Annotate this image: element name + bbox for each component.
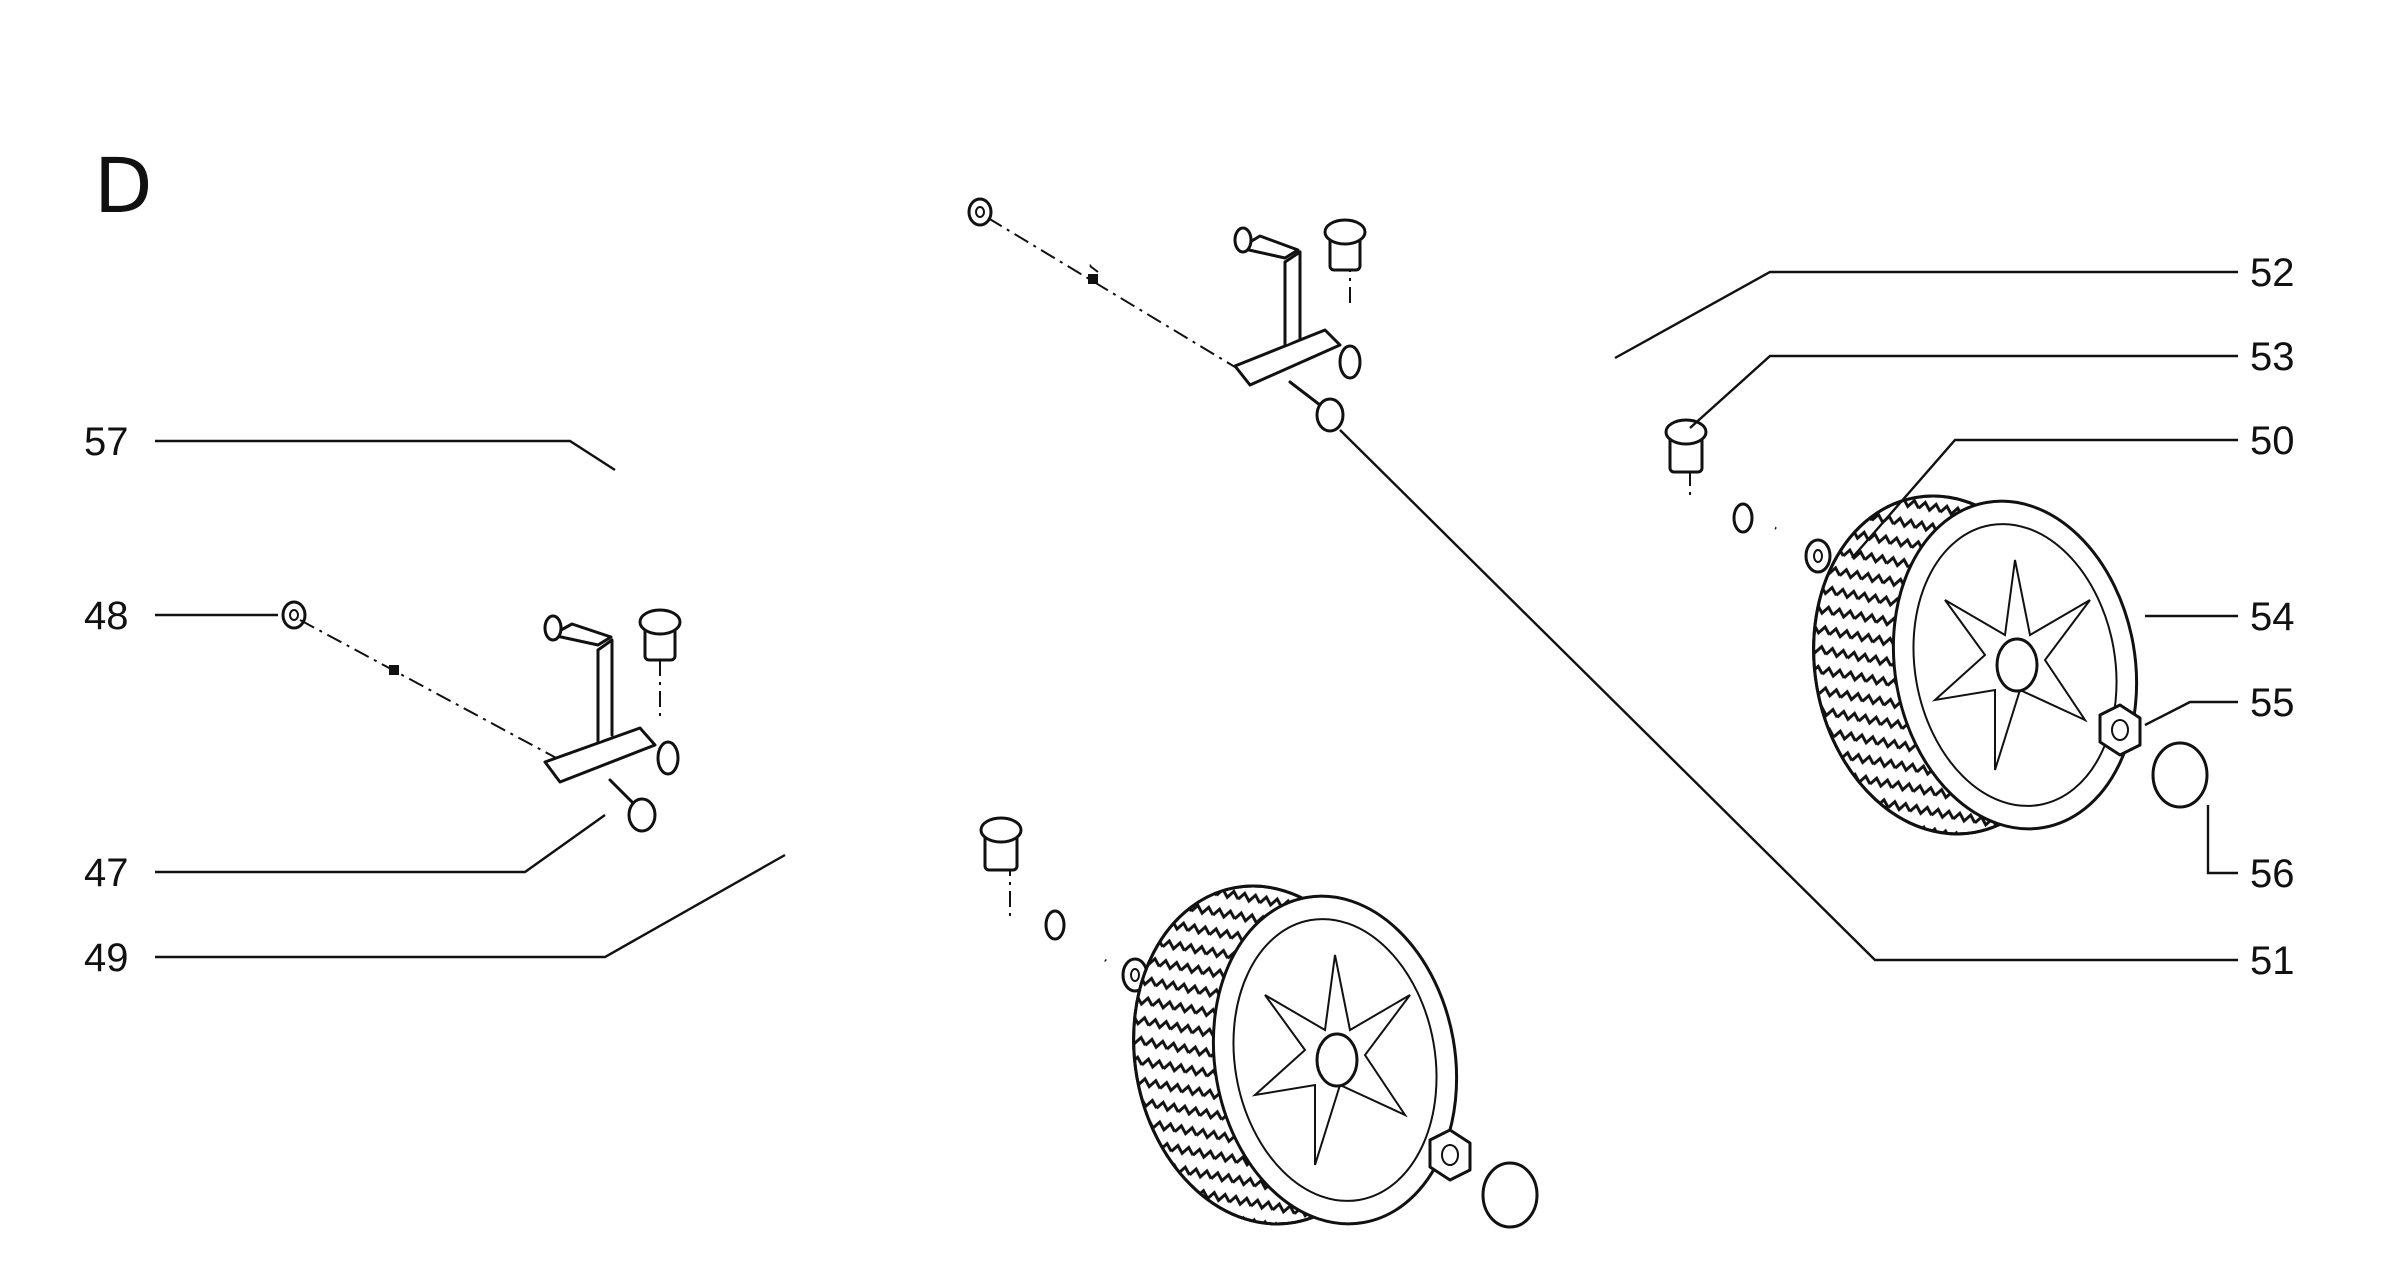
callout-53: 53 — [2250, 335, 2295, 379]
callout-48: 48 — [84, 594, 129, 638]
leader-line-49 — [155, 853, 786, 959]
callout-57: 57 — [84, 420, 129, 464]
nut-lower — [1428, 1128, 1472, 1182]
lower-axle-assembly — [543, 608, 1181, 1015]
callout-54: 54 — [2250, 595, 2295, 639]
washer-48-top — [967, 197, 993, 227]
callout-51: 51 — [2250, 939, 2295, 983]
leader-line-52 — [1614, 270, 2238, 360]
callout-55: 55 — [2250, 681, 2295, 725]
wheel-upper — [1812, 494, 2139, 836]
callout-52: 52 — [2250, 251, 2295, 295]
wheel-lower — [1132, 884, 1459, 1226]
hub-cap-upper — [2151, 741, 2209, 809]
washer-48-left — [281, 600, 307, 630]
upper-axle-assembly — [1233, 218, 1866, 600]
hub-cap-lower — [1481, 1161, 1539, 1229]
leader-line-56 — [2206, 805, 2238, 875]
leader-line-57 — [155, 439, 616, 472]
nut-upper — [2098, 703, 2142, 757]
leader-line-50 — [1851, 438, 2238, 559]
leader-line-53 — [1689, 354, 2238, 429]
callout-47: 47 — [84, 851, 129, 895]
leader-line-51 — [1339, 429, 2238, 962]
callout-56: 56 — [2250, 852, 2295, 896]
callout-50: 50 — [2250, 419, 2295, 463]
assembly-line — [299, 619, 561, 761]
leader-line-47 — [155, 814, 606, 874]
callout-49: 49 — [84, 936, 129, 980]
leader-line-55 — [2144, 700, 2238, 727]
assembly-line — [987, 217, 1241, 371]
link-rod — [389, 263, 1099, 675]
section-letter: D — [94, 141, 153, 230]
